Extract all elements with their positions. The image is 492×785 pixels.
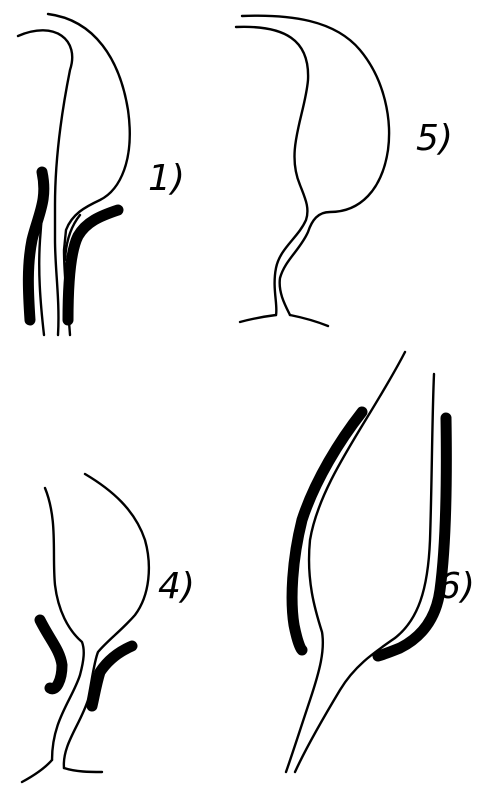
panel-4-sheath-left <box>40 620 62 689</box>
panel-4-base-right <box>64 768 102 772</box>
panel-1-sheath-right <box>68 210 118 320</box>
panel-1-label: 1) <box>148 158 185 199</box>
panel-1: 1) <box>18 14 185 335</box>
panel-6: 6) <box>286 352 475 772</box>
panel-5-base-right <box>290 315 328 326</box>
panel-4-label: 4) <box>158 566 195 607</box>
panel-6-wall-right <box>295 374 434 772</box>
panel-5-bulb-outline <box>236 16 389 315</box>
panel-5-label: 5) <box>416 118 453 159</box>
panel-4: 4) <box>22 474 195 782</box>
panel-4-bulb-outline <box>45 474 149 768</box>
panel-5-base-left <box>240 315 276 322</box>
panel-6-label: 6) <box>438 566 475 607</box>
panel-6-sheath-left <box>292 412 362 650</box>
panel-5: 5) <box>236 16 453 326</box>
panel-4-base-left <box>22 760 52 782</box>
panel-6-wall-left <box>286 352 405 772</box>
